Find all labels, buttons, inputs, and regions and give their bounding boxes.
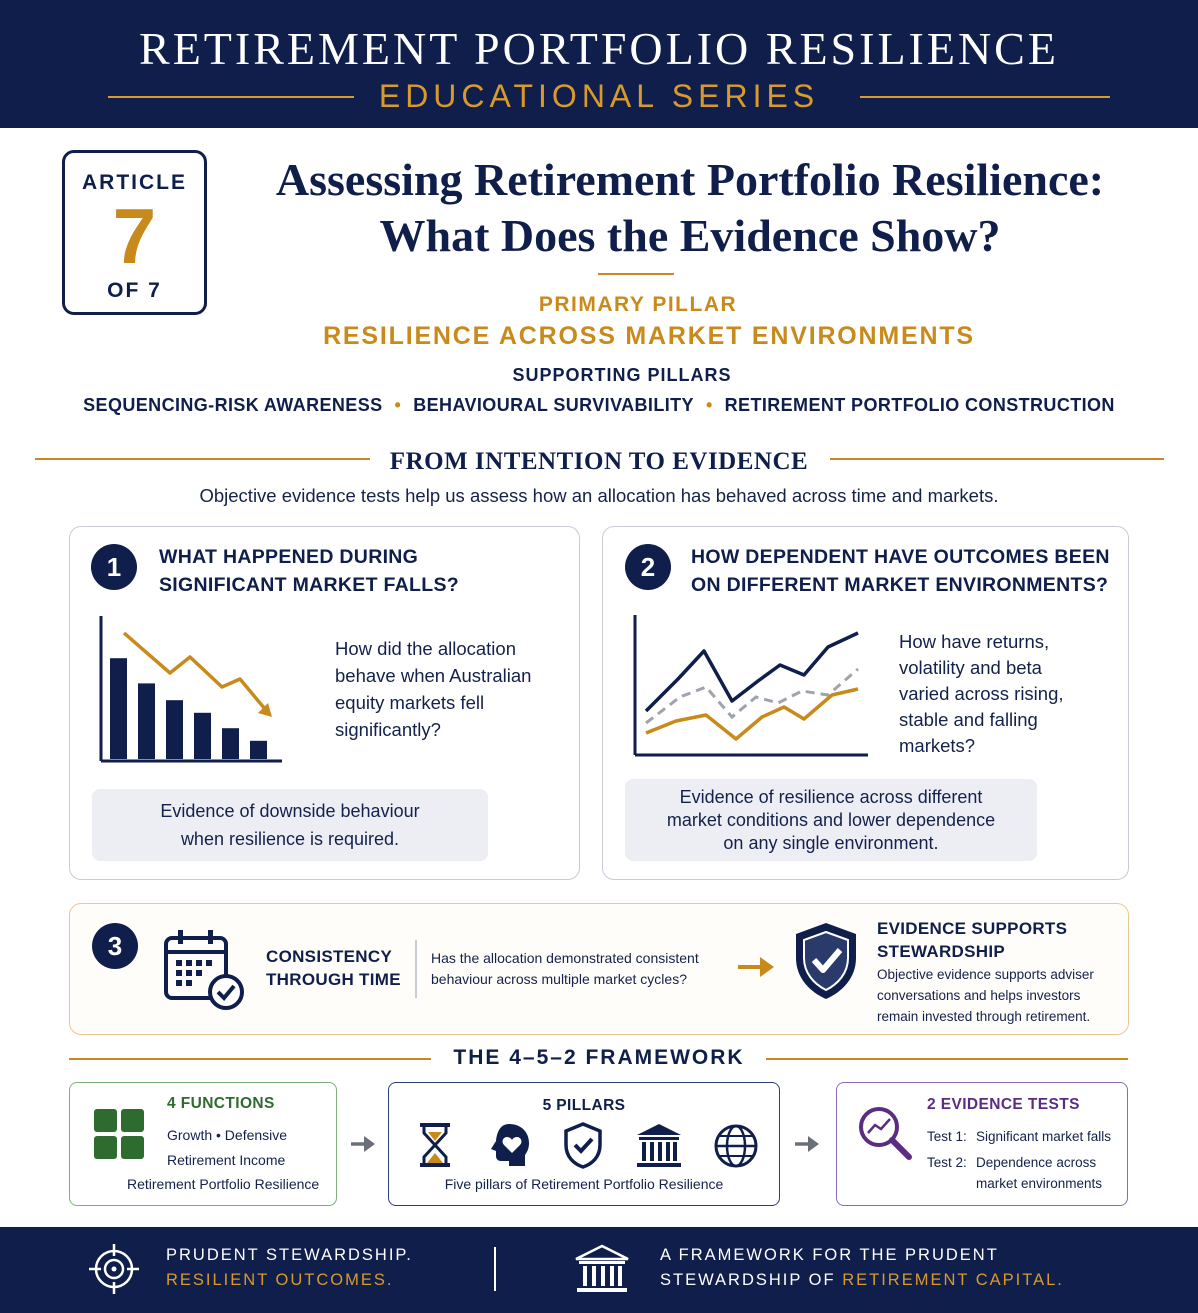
card-1-title: WHAT HAPPENED DURING SIGNIFICANT MARKET … — [159, 546, 459, 596]
article-label: ARTICLE — [82, 171, 187, 194]
header-rule-left — [108, 96, 354, 98]
bullet-separator: • — [705, 395, 713, 415]
supporting-pillars-label: SUPPORTING PILLARS — [512, 365, 732, 385]
card-3-question: Has the allocation demonstrated consiste… — [431, 950, 699, 987]
globe-icon — [714, 1124, 758, 1168]
bar — [194, 712, 211, 759]
card-2-evidence: Evidence of resilience across different … — [625, 779, 1037, 861]
four-squares-icon — [94, 1109, 144, 1159]
card-2-title: HOW DEPENDENT HAVE OUTCOMES BEEN ON DIFF… — [691, 546, 1110, 596]
step-number-3: 3 — [92, 923, 138, 969]
article-title: Assessing Retirement Portfolio Resilienc… — [275, 154, 1105, 261]
bullet-separator: • — [394, 395, 402, 415]
functions-line-1: Growth • Defensive — [167, 1127, 288, 1143]
article-number: 7 — [112, 192, 157, 280]
series-subtitle: EDUCATIONAL SERIES — [378, 78, 820, 114]
bar — [222, 728, 239, 759]
card-3-label: CONSISTENCY THROUGH TIME — [266, 947, 401, 989]
institution-building-icon — [575, 1244, 629, 1292]
evidence-card-2: 2 HOW DEPENDENT HAVE OUTCOMES BEEN ON DI… — [602, 526, 1129, 880]
supporting-pillar: RETIREMENT PORTFOLIO CONSTRUCTION — [724, 395, 1115, 415]
arrow-right-icon — [738, 957, 774, 977]
market-environments-chart-icon — [633, 615, 868, 757]
evidence-tests-title: 2 EVIDENCE TESTS — [927, 1096, 1080, 1113]
test-2-text-2: market environments — [976, 1176, 1103, 1191]
header-rule-right — [860, 96, 1110, 98]
institution-building-icon — [637, 1124, 681, 1167]
footer-tagline: PRUDENT STEWARDSHIP. RESILIENT OUTCOMES. — [166, 1246, 413, 1289]
functions-line-3: Retirement Portfolio Resilience — [127, 1176, 320, 1192]
functions-title: 4 FUNCTIONS — [167, 1095, 275, 1112]
section-rule-right — [830, 458, 1164, 460]
pillars-caption: Five pillars of Retirement Portfolio Res… — [444, 1176, 724, 1192]
shield-check-icon — [796, 923, 856, 999]
framework-heading: THE 4–5–2 FRAMEWORK — [453, 1046, 745, 1069]
evidence-card-1: 1 WHAT HAPPENED DURING SIGNIFICANT MARKE… — [69, 526, 580, 880]
primary-pillar-label: PRIMARY PILLAR — [538, 293, 738, 316]
hourglass-icon — [420, 1123, 450, 1167]
supporting-pillar: SEQUENCING-RISK AWARENESS — [83, 395, 383, 415]
card-1-question: How did the allocation behave when Austr… — [335, 638, 532, 740]
framework-rule-right — [766, 1058, 1128, 1060]
pillars-box: 5 PILLARS Five pillars of Retirement Por… — [388, 1082, 780, 1206]
functions-line-2: Retirement Income — [167, 1152, 286, 1168]
shield-check-icon — [564, 1122, 602, 1169]
supporting-pillar: BEHAVIOURAL SURVIVABILITY — [413, 395, 694, 415]
primary-pillar-value: RESILIENCE ACROSS MARKET ENVIRONMENTS — [323, 322, 975, 350]
calendar-check-icon — [164, 930, 244, 1010]
evidence-card-3: 3 CONSISTENCY THROUGH TIME Has the alloc… — [69, 903, 1129, 1035]
test-1-label: Test 1: — [927, 1129, 967, 1144]
evidence-tests-box: 2 EVIDENCE TESTS Test 1: Significant mar… — [836, 1082, 1128, 1206]
falling-bars-chart-icon — [99, 616, 282, 763]
footer-divider — [494, 1247, 496, 1291]
bar — [138, 683, 155, 759]
footer-framework-statement: A FRAMEWORK FOR THE PRUDENT STEWARDSHIP … — [660, 1246, 1064, 1289]
section-subtitle: Objective evidence tests help us assess … — [199, 485, 999, 506]
header-banner: RETIREMENT PORTFOLIO RESILIENCE EDUCATIO… — [0, 0, 1198, 128]
arrow-right-icon — [351, 1136, 375, 1152]
bar — [166, 700, 183, 759]
bar — [110, 658, 127, 759]
bar — [250, 740, 267, 759]
arrow-right-icon — [795, 1136, 819, 1152]
functions-box: 4 FUNCTIONS Growth • Defensive Retiremen… — [69, 1082, 337, 1206]
section-rule-left — [35, 458, 370, 460]
series-title: RETIREMENT PORTFOLIO RESILIENCE — [139, 23, 1059, 74]
card-3-divider — [415, 940, 417, 998]
step-number-2: 2 — [625, 544, 671, 590]
card-3-outcome-text: Objective evidence supports adviser conv… — [877, 967, 1094, 1024]
card-3-outcome-title: EVIDENCE SUPPORTS STEWARDSHIP — [877, 919, 1068, 961]
head-heart-icon — [491, 1124, 529, 1166]
title-divider — [598, 273, 674, 275]
framework-rule-left — [69, 1058, 431, 1060]
magnifier-trend-icon — [859, 1107, 912, 1160]
supporting-pillars-list: SEQUENCING-RISK AWARENESS • BEHAVIOURAL SU… — [0, 395, 1198, 416]
card-2-question: How have returns, volatility and beta va… — [899, 631, 1064, 756]
step-number-1: 1 — [91, 544, 137, 590]
section-heading: FROM INTENTION TO EVIDENCE — [389, 448, 809, 475]
card-1-evidence: Evidence of downside behaviour when resi… — [92, 789, 488, 861]
test-1-text: Significant market falls — [976, 1129, 1112, 1144]
article-badge: ARTICLE 7 OF 7 — [62, 150, 207, 315]
test-2-text-1: Dependence across — [976, 1155, 1097, 1170]
target-crosshair-icon — [89, 1244, 139, 1294]
article-of: OF 7 — [107, 279, 162, 302]
pillars-title: 5 PILLARS — [542, 1097, 626, 1114]
footer-banner: PRUDENT STEWARDSHIP. RESILIENT OUTCOMES.… — [0, 1227, 1198, 1313]
test-2-label: Test 2: — [927, 1155, 967, 1170]
